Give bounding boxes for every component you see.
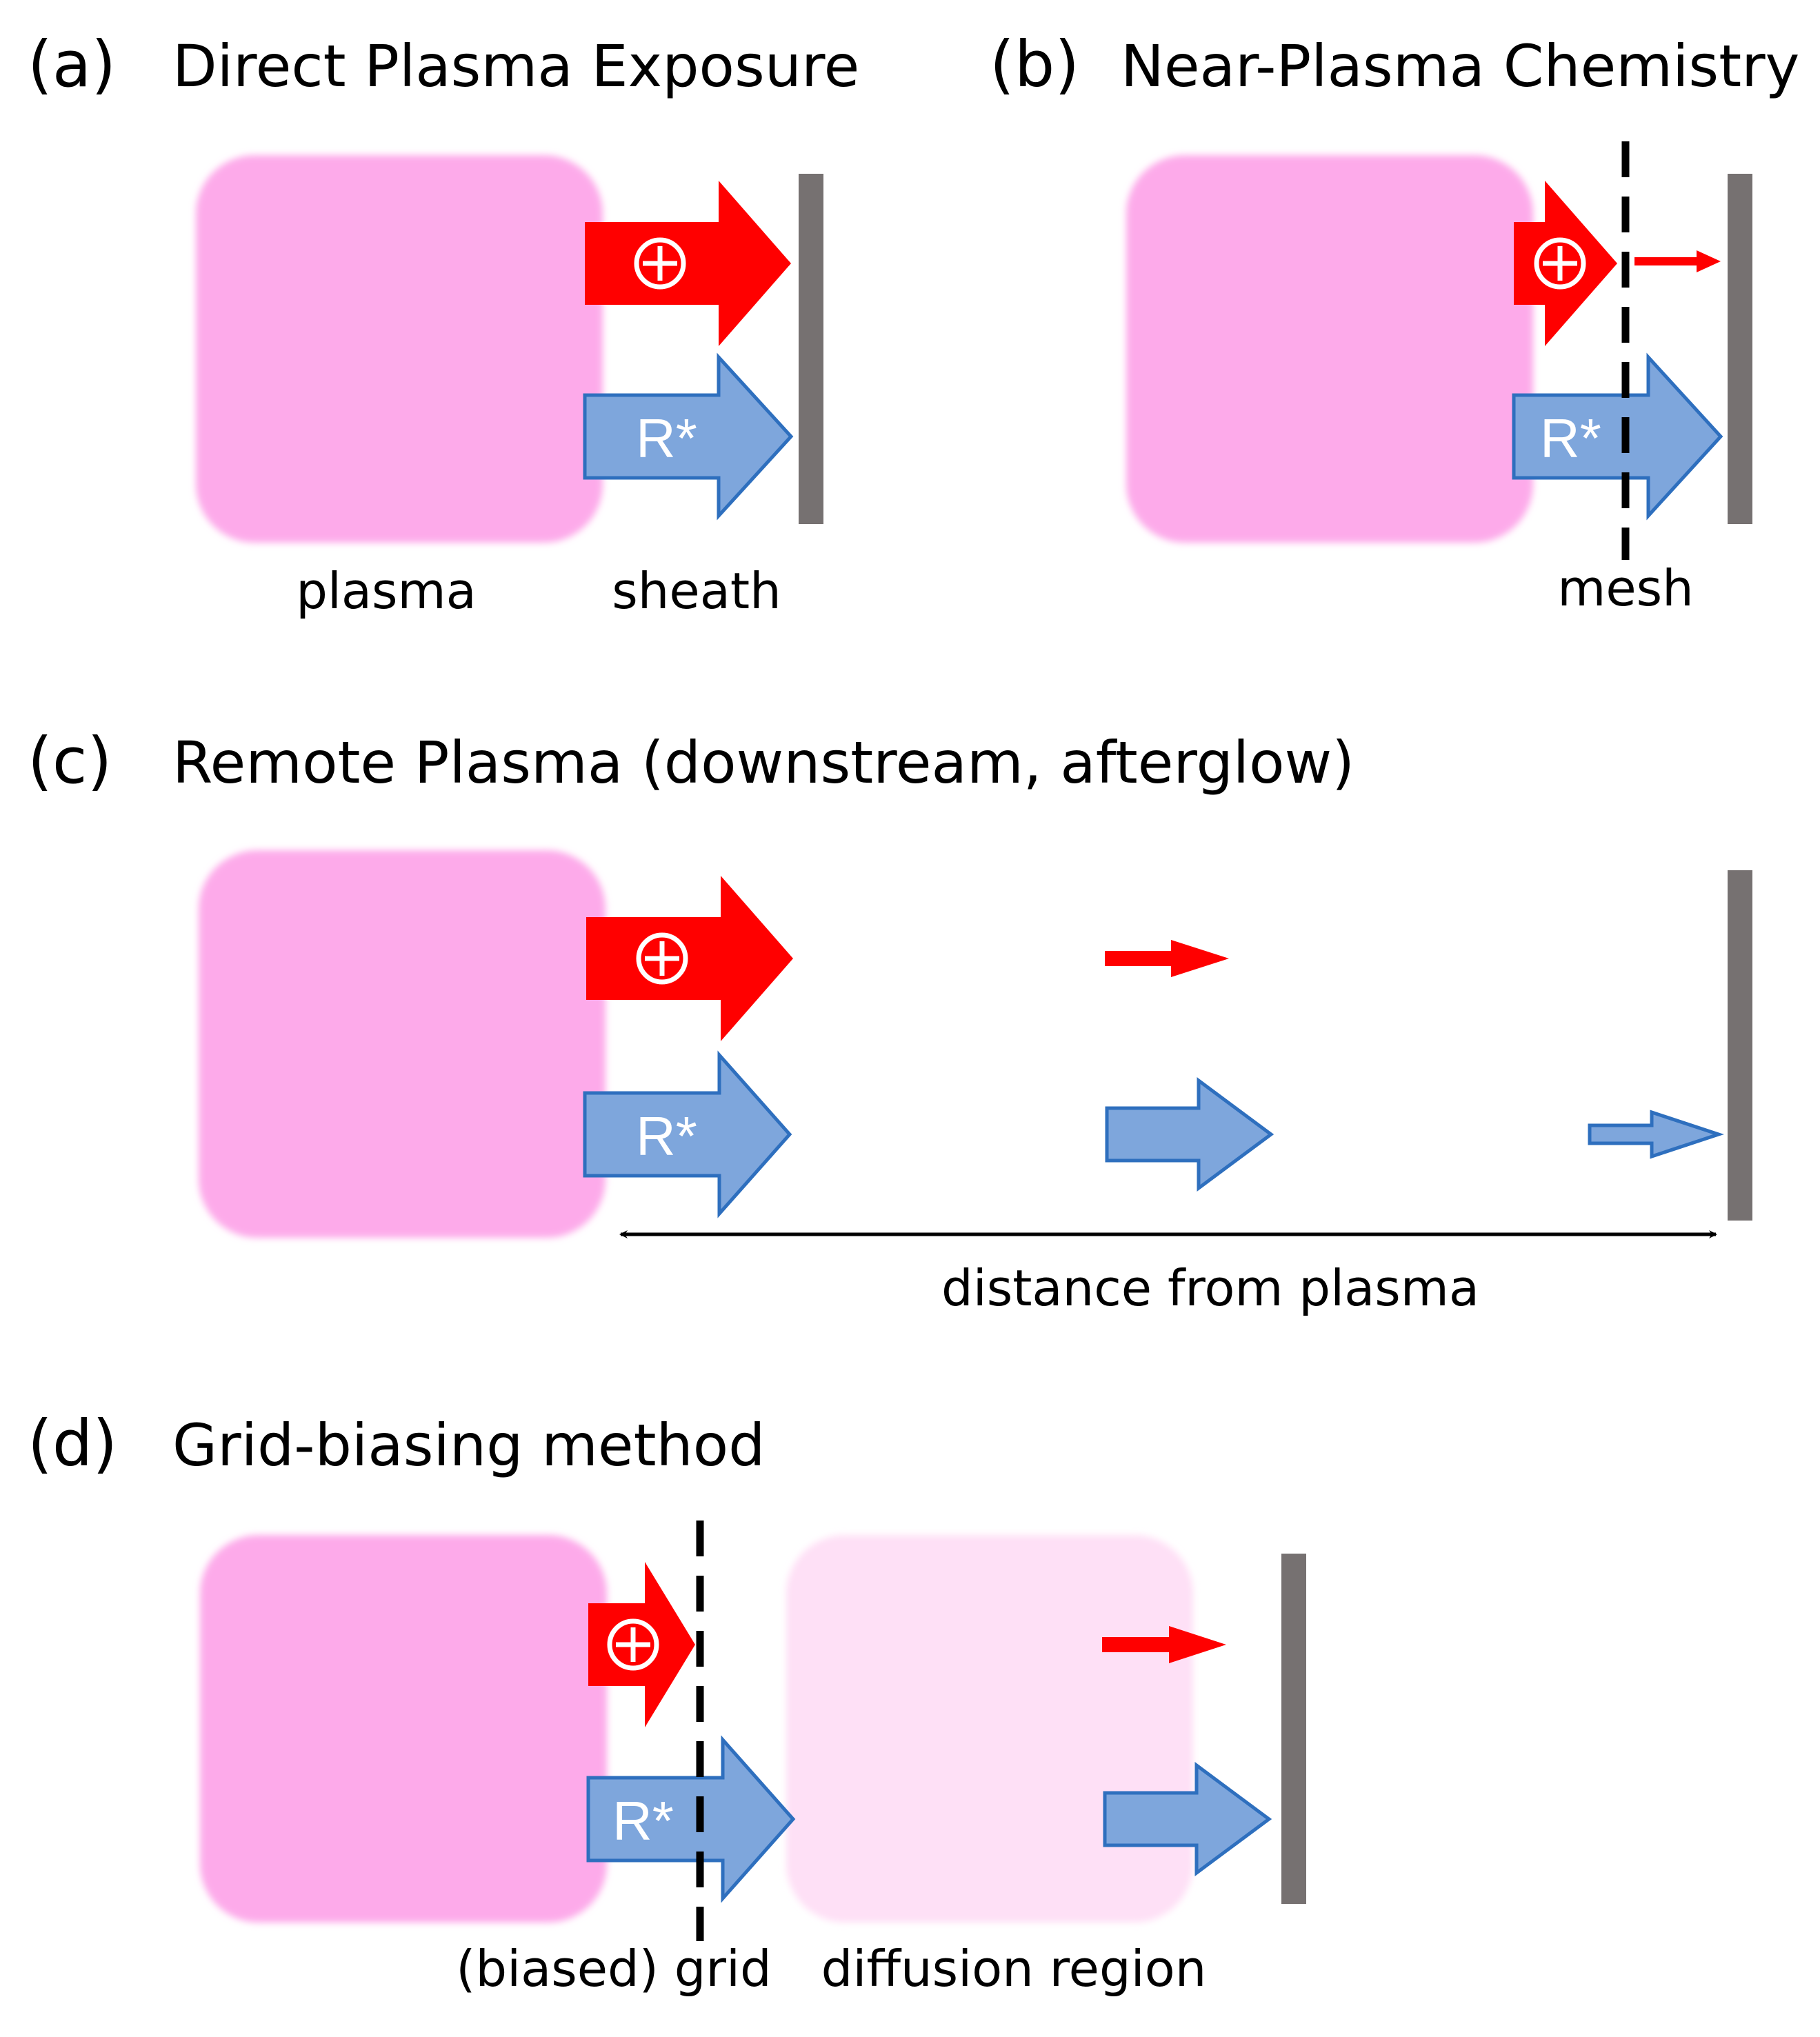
radical-flux-arrow: R*	[586, 1735, 796, 1903]
panel-c-title: Remote Plasma (downstream, afterglow)	[172, 729, 1354, 796]
diffusion-region-label: diffusion region	[821, 1940, 1207, 1998]
mesh-label: mesh	[1557, 559, 1694, 617]
panel-b-title: Near-Plasma Chemistry	[1121, 32, 1799, 100]
circled-plus-icon	[636, 932, 688, 985]
substrate-wall	[1281, 1554, 1306, 1904]
radical-symbol: R*	[636, 408, 697, 469]
panel-d-letter: (d)	[28, 1407, 117, 1481]
panel-c-letter: (c)	[28, 724, 112, 798]
panel-d: (d) Grid-biasing method R* (biased) grid…	[28, 1407, 1306, 1998]
plasma-region	[200, 1535, 607, 1923]
ion-flux-arrow	[1514, 181, 1617, 346]
radical-flux-arrow: R*	[1512, 352, 1723, 521]
ion-flux-arrow	[586, 876, 793, 1041]
diffusion-region	[786, 1535, 1193, 1923]
panel-a-title: Direct Plasma Exposure	[172, 32, 859, 100]
sheath-label: sheath	[612, 562, 781, 620]
plasma-region	[1126, 155, 1533, 543]
panel-d-title: Grid-biasing method	[172, 1412, 765, 1479]
grid-label: (biased) grid	[456, 1940, 771, 1998]
radical-symbol: R*	[612, 1790, 674, 1852]
panel-a: (a) Direct Plasma Exposure R* plasma she…	[28, 28, 859, 620]
radical-flux-arrow-medium	[1103, 1762, 1272, 1876]
plasma-label: plasma	[296, 562, 477, 620]
ion-flux-arrow	[585, 181, 791, 346]
distance-label: distance from plasma	[941, 1259, 1479, 1317]
ion-flux-arrow-small	[1102, 1626, 1226, 1663]
substrate-wall	[1728, 174, 1752, 524]
radical-symbol: R*	[636, 1105, 697, 1167]
ion-flux-arrow-small	[1105, 940, 1229, 977]
ion-flux-arrow	[588, 1562, 695, 1727]
panel-b-letter: (b)	[990, 28, 1079, 101]
radical-flux-arrow-medium	[1105, 1077, 1274, 1192]
radical-flux-arrow-small	[1588, 1110, 1724, 1159]
substrate-wall	[799, 174, 823, 524]
radical-flux-arrow: R*	[583, 1050, 792, 1218]
circled-plus-icon	[634, 237, 686, 290]
circled-plus-icon	[1534, 237, 1586, 290]
substrate-wall	[1728, 870, 1752, 1221]
panel-b: (b) Near-Plasma Chemistry R* mesh	[990, 28, 1799, 617]
panel-a-letter: (a)	[28, 28, 116, 101]
plasma-region	[199, 850, 606, 1238]
radical-symbol: R*	[1540, 408, 1601, 469]
panel-c: (c) Remote Plasma (downstream, afterglow…	[28, 724, 1752, 1317]
circled-plus-icon	[607, 1618, 659, 1671]
radical-flux-arrow: R*	[583, 352, 794, 521]
ion-flux-arrow-small	[1634, 250, 1721, 272]
plasma-region	[196, 155, 603, 543]
